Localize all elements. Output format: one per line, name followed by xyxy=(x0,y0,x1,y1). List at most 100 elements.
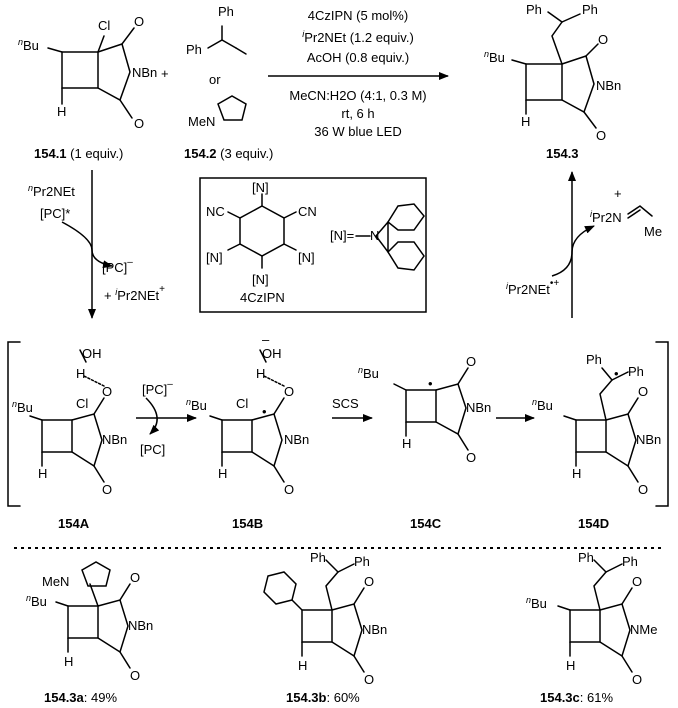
left-bracket xyxy=(7,341,21,507)
label-154-3b: 154.3b: 60% xyxy=(286,690,360,705)
svg-text:+: + xyxy=(614,186,622,201)
svg-text:Ph: Ph xyxy=(310,550,326,565)
svg-text:•: • xyxy=(614,366,619,381)
structure-diphenylethylene: Ph Ph xyxy=(186,4,247,57)
svg-text:nBu: nBu xyxy=(18,37,39,53)
svg-text:AcOH (0.8 equiv.): AcOH (0.8 equiv.) xyxy=(307,50,409,65)
svg-text:nPr2NEt: nPr2NEt xyxy=(28,183,75,199)
label-154C: 154C xyxy=(410,516,442,531)
label-154-3c: 154.3c: 61% xyxy=(540,690,613,705)
svg-text:O: O xyxy=(102,482,112,497)
svg-text:[N]: [N] xyxy=(252,272,269,287)
svg-text:nBu: nBu xyxy=(484,49,505,65)
structure-154-3a: MeN nBu O NBn O H xyxy=(26,561,153,683)
svg-text:–: – xyxy=(262,332,270,347)
svg-text:•: • xyxy=(262,404,267,419)
pc-radical-anion: [PC]– xyxy=(102,257,133,275)
svg-text:O: O xyxy=(638,482,648,497)
right-bracket xyxy=(655,341,669,507)
svg-text:NBn: NBn xyxy=(596,78,621,93)
reaction-conditions: 4CzIPN (5 mol%) iPr2NEt (1.2 equiv.) AcO… xyxy=(289,8,426,139)
label-154D: 154D xyxy=(578,516,609,531)
plus-sign: + xyxy=(161,66,169,81)
svg-text:CN: CN xyxy=(298,204,317,219)
label-154-2: 154.2 (3 equiv.) xyxy=(184,146,273,161)
structure-154-3b: Ph Ph O NBn O H xyxy=(263,550,387,687)
svg-text:O: O xyxy=(466,354,476,369)
svg-text:O: O xyxy=(130,570,140,585)
svg-text:NBn: NBn xyxy=(362,622,387,637)
svg-text:NMe: NMe xyxy=(630,622,657,637)
structure-154A: nBu Cl O H OH NBn O H xyxy=(12,346,127,497)
amine-radical-cation-right: iPr2NEt•+ xyxy=(506,278,559,297)
svg-text:[N]: [N] xyxy=(206,250,223,265)
svg-text:NC: NC xyxy=(206,204,225,219)
svg-text:O: O xyxy=(596,128,606,143)
label-154B: 154B xyxy=(232,516,263,531)
svg-text:4CzIPN (5 mol%): 4CzIPN (5 mol%) xyxy=(308,8,408,23)
svg-text:nBu: nBu xyxy=(26,593,47,609)
svg-text:iPr2N: iPr2N xyxy=(590,209,622,225)
structure-carbazole: [N]= N xyxy=(330,203,425,271)
svg-text:NBn: NBn xyxy=(132,65,157,80)
svg-text:H: H xyxy=(38,466,47,481)
svg-text:[N]: [N] xyxy=(298,250,315,265)
svg-text:SCS: SCS xyxy=(332,396,359,411)
structure-154B: nBu Cl O H OH – • NBn O H xyxy=(186,332,309,497)
pc-curved-arrow xyxy=(61,221,113,269)
svg-text:[PC]: [PC] xyxy=(140,442,165,457)
svg-text:H: H xyxy=(521,114,530,129)
svg-text:MeN: MeN xyxy=(188,114,215,129)
svg-text:MeCN:H2O (4:1, 0.3 M): MeCN:H2O (4:1, 0.3 M) xyxy=(289,88,426,103)
structure-154-1: nBu Cl O NBn O H xyxy=(18,14,157,131)
structure-4czipn: [N] NC CN [N] [N] [N] 4CzIPN xyxy=(206,180,317,305)
svg-text:H: H xyxy=(218,466,227,481)
svg-text:H: H xyxy=(298,658,307,673)
svg-text:H: H xyxy=(76,366,85,381)
catalyst-box xyxy=(199,177,427,313)
svg-text:H: H xyxy=(256,366,265,381)
svg-text:Ph: Ph xyxy=(526,2,542,17)
iminium: iPr2N + Me xyxy=(590,186,662,239)
svg-text:H: H xyxy=(64,654,73,669)
structure-154C: nBu O • NBn O H xyxy=(358,354,491,465)
svg-text:Ph: Ph xyxy=(578,550,594,565)
svg-text:Cl: Cl xyxy=(76,396,88,411)
svg-text:nBu: nBu xyxy=(358,365,379,381)
svg-text:MeN: MeN xyxy=(42,574,69,589)
svg-text:NBn: NBn xyxy=(128,618,153,633)
svg-text:O: O xyxy=(134,14,144,29)
svg-text:Ph: Ph xyxy=(186,42,202,57)
svg-text:Cl: Cl xyxy=(236,396,248,411)
svg-text:O: O xyxy=(134,116,144,131)
svg-text:O: O xyxy=(466,450,476,465)
structure-154-3c: Ph Ph nBu O NMe O H xyxy=(526,550,657,687)
svg-text:NBn: NBn xyxy=(284,432,309,447)
svg-text:nBu: nBu xyxy=(186,397,207,413)
label-154A: 154A xyxy=(58,516,90,531)
svg-text:O: O xyxy=(130,668,140,683)
svg-text:nBu: nBu xyxy=(12,399,33,415)
svg-text:nBu: nBu xyxy=(532,397,553,413)
svg-text:H: H xyxy=(57,104,66,119)
pc-set-curve xyxy=(145,397,160,435)
svg-text:[N]: [N] xyxy=(252,180,269,195)
svg-text:O: O xyxy=(598,32,608,47)
svg-text:O: O xyxy=(632,672,642,687)
amine-curved-arrow xyxy=(551,225,595,277)
svg-text:O: O xyxy=(102,384,112,399)
structure-n-methylpyrrole: MeN xyxy=(188,95,247,129)
svg-text:O: O xyxy=(284,482,294,497)
pc-excited: [PC]* xyxy=(40,206,70,221)
svg-text:nBu: nBu xyxy=(526,595,547,611)
structure-154-3: Ph Ph nBu O NBn O H xyxy=(484,2,621,143)
svg-text:Ph: Ph xyxy=(628,364,644,379)
svg-text:NBn: NBn xyxy=(466,400,491,415)
svg-text:Me: Me xyxy=(644,224,662,239)
svg-text:36 W blue LED: 36 W blue LED xyxy=(314,124,401,139)
svg-text:Ph: Ph xyxy=(582,2,598,17)
or-text: or xyxy=(209,72,221,87)
svg-text:OH: OH xyxy=(82,346,102,361)
svg-text:Cl: Cl xyxy=(98,18,110,33)
